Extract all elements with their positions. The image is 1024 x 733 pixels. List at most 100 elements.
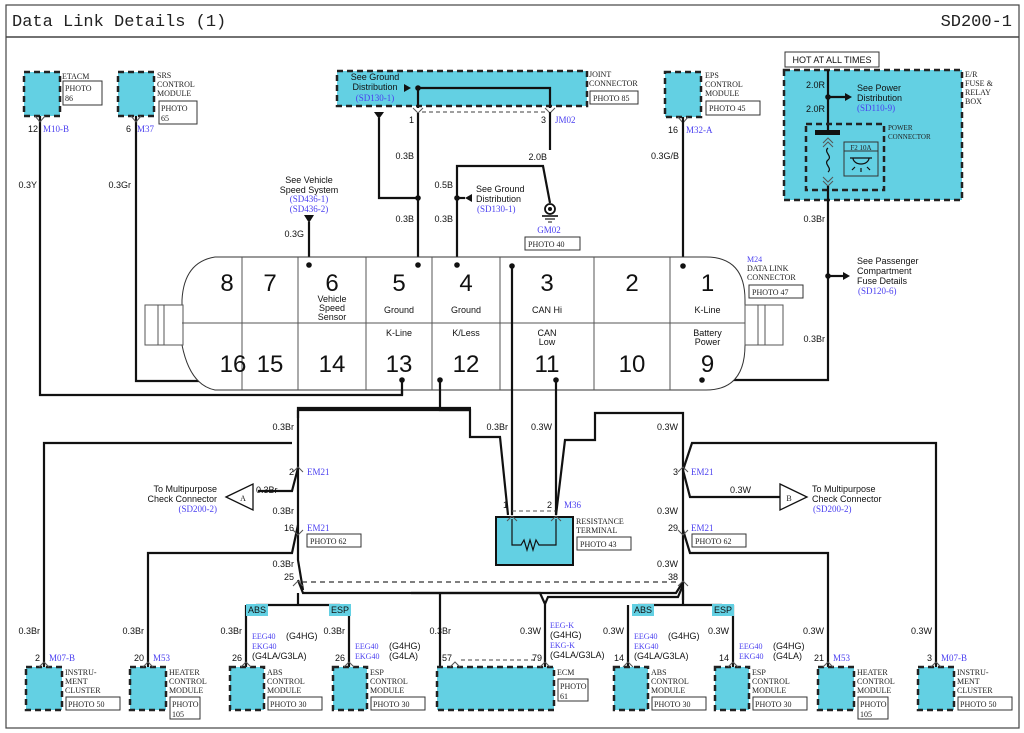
svg-text:Distribution: Distribution xyxy=(476,194,521,204)
svg-text:PHOTO: PHOTO xyxy=(65,84,92,93)
svg-text:Distribution: Distribution xyxy=(352,82,397,92)
svg-text:2.0R: 2.0R xyxy=(806,80,826,90)
svg-text:PHOTO 30: PHOTO 30 xyxy=(373,700,410,709)
module-label: ESP xyxy=(752,668,766,677)
svg-text:Check Connector: Check Connector xyxy=(147,494,217,504)
dlc-pin-number: 12 xyxy=(453,351,480,378)
module-etacm[interactable]: ETACM PHOTO 86 xyxy=(22,70,103,118)
photo-box xyxy=(370,696,426,711)
svg-text:16: 16 xyxy=(284,523,294,533)
dlc-pin-label: K/Less xyxy=(452,328,480,338)
bottom-module-5[interactable] xyxy=(612,665,650,712)
svg-text:1: 1 xyxy=(503,500,508,510)
svg-text:DATA LINK: DATA LINK xyxy=(747,264,789,273)
svg-text:105: 105 xyxy=(172,710,184,719)
svg-text:PHOTO: PHOTO xyxy=(860,700,887,709)
dlc-pin-number: 14 xyxy=(319,351,346,378)
photo-box xyxy=(62,80,103,106)
page-code: SD200-1 xyxy=(941,13,1012,32)
dlc-pin-label: CAN Hi xyxy=(532,305,562,315)
svg-text:ESP: ESP xyxy=(331,605,349,615)
page-frame xyxy=(5,4,1020,729)
dlc-pin-number: 13 xyxy=(386,351,413,378)
svg-text:ESP: ESP xyxy=(714,605,732,615)
photo-box xyxy=(752,696,808,711)
fuse-relay-box[interactable] xyxy=(782,68,964,202)
svg-text:M36: M36 xyxy=(564,500,582,510)
svg-text:BOX: BOX xyxy=(965,97,982,106)
bottom-module-2[interactable] xyxy=(228,665,266,712)
dlc-pin-number: 7 xyxy=(263,270,276,297)
wire-label: 0.3Br xyxy=(18,626,40,636)
module-eps[interactable]: EPS CONTROL MODULE PHOTO 45 xyxy=(663,70,761,119)
svg-text:M32-A: M32-A xyxy=(686,125,713,135)
svg-text:(G4HG): (G4HG) xyxy=(773,641,805,651)
svg-text:6: 6 xyxy=(126,124,131,134)
svg-text:See Vehicle: See Vehicle xyxy=(285,175,333,185)
svg-text:0.3Br: 0.3Br xyxy=(272,422,294,432)
svg-text:(G4HG): (G4HG) xyxy=(550,630,582,640)
pin-number: 26 xyxy=(232,653,242,663)
svg-text:EEG40: EEG40 xyxy=(634,632,658,641)
module-label: MODULE xyxy=(752,686,786,695)
svg-text:See Ground: See Ground xyxy=(351,72,400,82)
svg-text:(SD436-1): (SD436-1) xyxy=(290,194,329,204)
check-connector-b[interactable]: B xyxy=(779,482,809,512)
esp-tag-right: ESP xyxy=(712,604,734,616)
svg-text:PHOTO 62: PHOTO 62 xyxy=(695,537,732,546)
svg-text:E/R: E/R xyxy=(965,70,978,79)
svg-text:EM21: EM21 xyxy=(691,523,714,533)
svg-text:0.3Br: 0.3Br xyxy=(803,214,825,224)
pin-number: 2 xyxy=(35,653,40,663)
bottom-module-3[interactable] xyxy=(331,665,369,712)
svg-text:PHOTO 30: PHOTO 30 xyxy=(755,700,792,709)
svg-text:Fuse Details: Fuse Details xyxy=(857,276,908,286)
resistance-terminal[interactable] xyxy=(495,515,574,566)
svg-text:29: 29 xyxy=(668,523,678,533)
etacm-label: ETACM xyxy=(62,72,89,81)
svg-text:RESISTANCE: RESISTANCE xyxy=(576,517,624,526)
svg-text:86: 86 xyxy=(65,94,73,103)
module-label: MENT xyxy=(65,677,88,686)
dlc-pin-number: 3 xyxy=(540,270,553,297)
svg-text:2.0B: 2.0B xyxy=(528,152,547,162)
module-srs[interactable]: SRS CONTROL MODULE PHOTO 65 xyxy=(116,70,198,125)
photo-box xyxy=(857,696,889,720)
bottom-module-4[interactable] xyxy=(435,665,556,712)
svg-text:PHOTO 40: PHOTO 40 xyxy=(528,240,565,249)
bottom-module-6[interactable] xyxy=(713,665,751,712)
svg-text:79: 79 xyxy=(532,653,542,663)
abs-tag-right: ABS xyxy=(632,604,654,616)
svg-text:2: 2 xyxy=(547,500,552,510)
module-label: HEATER xyxy=(169,668,200,677)
bottom-module-7[interactable] xyxy=(816,665,856,712)
svg-text:EKG-K: EKG-K xyxy=(550,641,575,650)
bottom-module-0[interactable] xyxy=(24,665,64,712)
svg-text:(SD130-1): (SD130-1) xyxy=(356,93,395,103)
pin-number: 26 xyxy=(335,653,345,663)
svg-text:0.3Br: 0.3Br xyxy=(272,506,294,516)
photo-box xyxy=(65,696,121,711)
svg-text:0.3Gr: 0.3Gr xyxy=(108,180,131,190)
svg-text:EKG40: EKG40 xyxy=(355,652,379,661)
module-label: CONTROL xyxy=(267,677,305,686)
bottom-module-8[interactable] xyxy=(916,665,956,712)
svg-text:0.3W: 0.3W xyxy=(531,422,553,432)
svg-text:16: 16 xyxy=(668,125,678,135)
module-label: MODULE xyxy=(267,686,301,695)
wire-label: 0.3W xyxy=(708,626,730,636)
svg-text:(G4LA/G3LA): (G4LA/G3LA) xyxy=(252,651,307,661)
check-connector-a[interactable]: A xyxy=(224,482,254,512)
svg-text:PHOTO: PHOTO xyxy=(161,104,188,113)
wire-label: 0.3Y xyxy=(18,180,37,190)
svg-text:EKG40: EKG40 xyxy=(634,642,658,651)
svg-text:65: 65 xyxy=(161,114,169,123)
svg-text:B: B xyxy=(786,494,791,503)
svg-text:(G4LA): (G4LA) xyxy=(773,651,802,661)
dlc-pin-label: CAN xyxy=(537,328,556,338)
dlc-pin-number: 4 xyxy=(459,270,472,297)
pin-number: 21 xyxy=(814,653,824,663)
bottom-module-1[interactable] xyxy=(128,665,168,712)
svg-text:(SD130-1): (SD130-1) xyxy=(477,204,516,214)
